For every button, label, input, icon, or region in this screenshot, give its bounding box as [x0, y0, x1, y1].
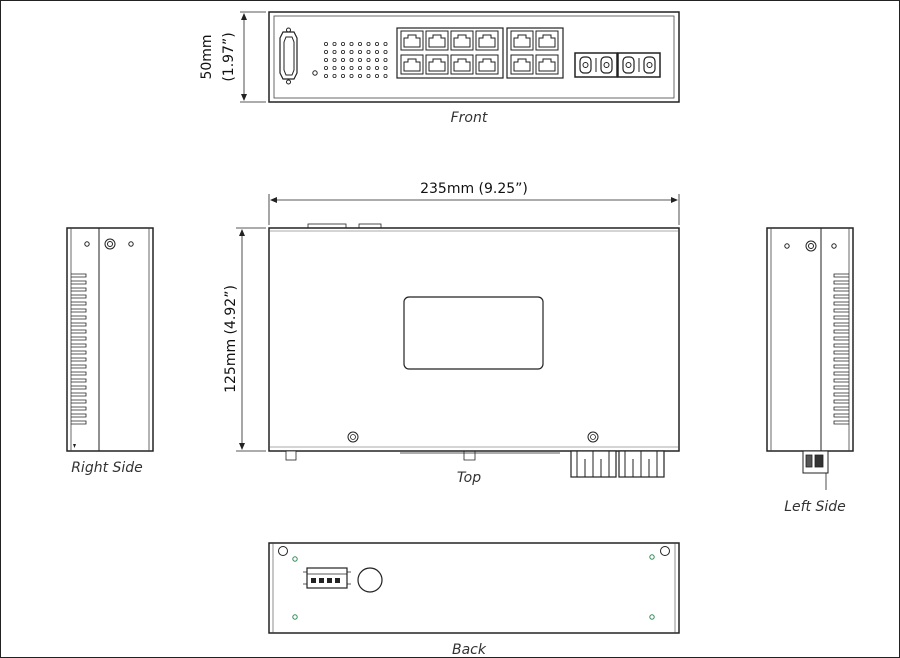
left-side-outline	[766, 227, 854, 452]
width-dimension	[268, 194, 680, 225]
front-view: 50mm (1.97”) Front	[199, 11, 680, 126]
left-side-view: Left Side	[766, 227, 854, 515]
label-plate	[403, 296, 544, 370]
right-side-view: Right Side	[66, 227, 154, 476]
depth-dimension	[236, 227, 266, 452]
fiber-connector-top-1	[570, 450, 617, 478]
width-label: 235mm (9.25”)	[420, 181, 528, 197]
front-view-label: Front	[451, 110, 488, 126]
top-view: 235mm (9.25”)	[223, 181, 680, 486]
right-side-label: Right Side	[71, 460, 143, 476]
led-matrix	[323, 42, 388, 79]
power-connector-side	[802, 450, 829, 490]
height-mm-label: 50mm	[199, 34, 215, 79]
fiber-port-2	[617, 52, 661, 78]
fiber-port-1	[574, 52, 618, 78]
right-side-outline	[66, 227, 154, 452]
right-vents	[71, 273, 87, 425]
back-view-label: Back	[452, 642, 487, 658]
left-vents	[833, 273, 849, 425]
fiber-connector-top-2	[618, 450, 665, 478]
height-dimension	[240, 11, 266, 103]
top-view-label: Top	[457, 470, 481, 486]
power-terminal-block	[303, 567, 351, 589]
ground-screw	[357, 567, 383, 593]
depth-label: 125mm (4.92”)	[223, 285, 239, 393]
left-side-label: Left Side	[784, 499, 846, 515]
height-in-label: (1.97”)	[221, 32, 237, 81]
back-view: Back	[268, 542, 680, 658]
